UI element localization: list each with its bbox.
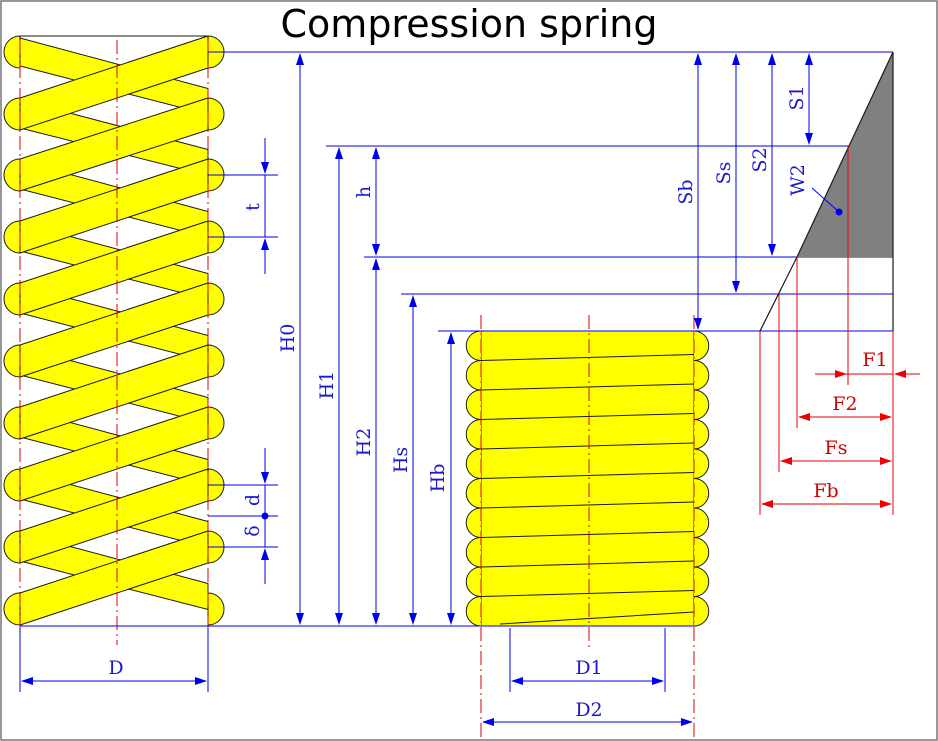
label-f1: F1 — [862, 349, 887, 371]
free-coil-right-end — [207, 282, 225, 316]
w2-leader — [811, 187, 840, 213]
free-coil-left-end — [3, 530, 21, 564]
d-marker-dot — [261, 512, 269, 520]
solid-coil-right-end — [693, 389, 710, 420]
w2-dot — [835, 208, 843, 216]
solid-coil-left-end — [465, 419, 482, 450]
solid-coil-seam — [480, 501, 695, 509]
label-ss: Ss — [713, 162, 735, 185]
solid-coil-seam — [480, 472, 695, 479]
free-coil-right-end — [207, 97, 225, 131]
label-h1: H1 — [316, 371, 338, 400]
solid-coil-seam — [480, 354, 695, 361]
label-hs: Hs — [390, 447, 412, 473]
free-coil-left-end — [3, 592, 21, 626]
solid-coil-left-end — [465, 537, 482, 568]
solid-coil-right-end — [693, 596, 710, 627]
label-sb: Sb — [675, 179, 697, 204]
solid-coil-left-end — [465, 566, 482, 597]
solid-coil-right-end — [693, 360, 710, 391]
solid-coil-left-end — [465, 448, 482, 479]
solid-coil-seam — [480, 590, 695, 597]
free-coil-left-end — [3, 220, 21, 254]
label-d2: D2 — [575, 699, 602, 721]
solid-coil-right-end — [693, 448, 710, 479]
free-coil-left-end — [3, 344, 21, 378]
free-coil-left-end — [3, 158, 21, 192]
label-t: t — [242, 203, 264, 211]
free-coil-left-end — [3, 97, 21, 131]
free-coil-left-end — [3, 282, 21, 316]
solid-spring-centerlines — [480, 315, 695, 738]
solid-coil-left-end — [465, 507, 482, 538]
solid-coil-right-end — [693, 478, 710, 509]
label-s1: S1 — [786, 85, 808, 110]
solid-coil-right-end — [693, 537, 710, 568]
label-fb: Fb — [813, 480, 838, 502]
free-coil-right-end — [207, 344, 225, 378]
label-h: h — [353, 186, 375, 198]
solid-spring-body — [480, 330, 695, 627]
solid-coil-right-end — [693, 330, 710, 361]
free-spring — [3, 35, 225, 627]
label-fs: Fs — [825, 437, 848, 459]
free-coil-right-end — [207, 592, 225, 626]
solid-coil-left-end — [465, 330, 482, 361]
label-d1: D1 — [575, 657, 602, 679]
page-title: Compression spring — [280, 2, 658, 46]
label-f2: F2 — [832, 393, 857, 415]
free-coil-left-end — [3, 35, 21, 69]
label-h0: H0 — [277, 324, 299, 353]
label-s2: S2 — [749, 147, 771, 172]
solid-coil-right-end — [693, 507, 710, 538]
free-spring-centerlines — [19, 40, 209, 645]
solid-coil-right-end — [693, 419, 710, 450]
free-coil-left-end — [3, 468, 21, 502]
label-d-outer: D — [108, 657, 123, 679]
label-d: d — [242, 494, 264, 506]
label-hb: Hb — [427, 464, 449, 493]
solid-coil-seam — [480, 383, 695, 391]
solid-coil-left-end — [465, 389, 482, 420]
free-coil-right-end — [207, 406, 225, 440]
solid-coil-right-end — [693, 566, 710, 597]
force-dimensions — [759, 146, 920, 515]
solid-coil-left-end — [465, 596, 482, 627]
solid-coil-seam — [480, 442, 695, 450]
free-coil-left-end — [3, 406, 21, 440]
solid-spring — [465, 330, 710, 627]
label-w2: W2 — [787, 164, 809, 196]
solid-coil-left-end — [465, 360, 482, 391]
solid-coil-seam — [480, 413, 695, 420]
label-h2: H2 — [353, 428, 375, 457]
solid-coil-seam — [480, 560, 695, 568]
solid-coil-seam — [480, 531, 695, 538]
label-delta: δ — [242, 525, 264, 536]
solid-coil-left-end — [465, 478, 482, 509]
